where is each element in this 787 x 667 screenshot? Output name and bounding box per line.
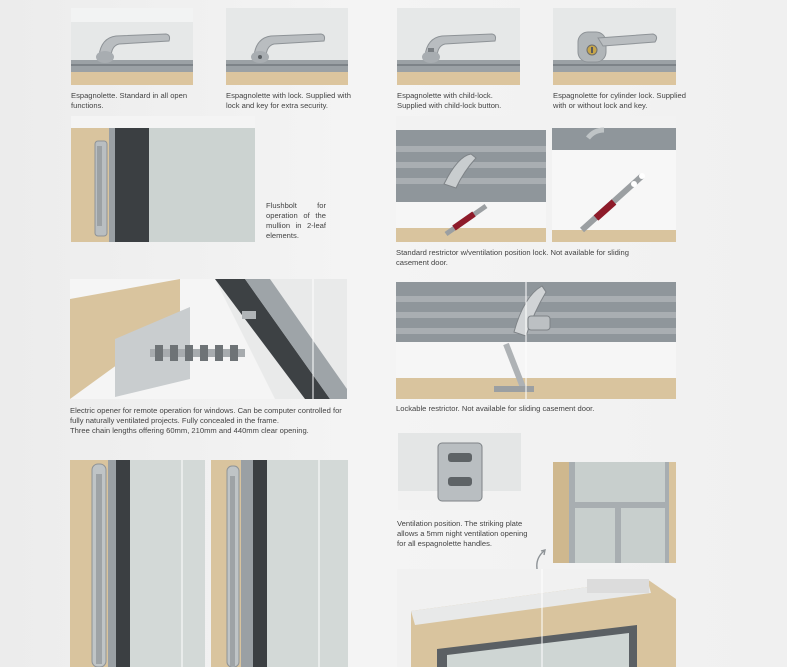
standard-restrictor-image-2 — [552, 116, 676, 242]
espagnolette-lock-image — [226, 8, 348, 85]
caption-espagnolette-standard: Espagnolette. Standard in all open funct… — [71, 91, 188, 110]
ventilation-window-image — [553, 462, 676, 563]
caption-espagnolette-childlock: Espagnolette with child-lock. Supplied w… — [397, 91, 502, 110]
ventilation-opening-image — [397, 569, 676, 667]
caption-espagnolette-cylinder: Espagnolette for cylinder lock. Supplied… — [553, 91, 686, 110]
caption-lockable-restrictor: Lockable restrictor. Not available for s… — [396, 404, 595, 413]
ventilation-striking-plate-image — [398, 433, 521, 510]
standard-restrictor-image-1 — [396, 116, 546, 242]
caption-ventilation-position: Ventilation position. The striking plate… — [397, 519, 528, 548]
caption-standard-restrictor: Standard restrictor w/ventilation positi… — [396, 248, 629, 267]
espagnolette-cylinder-image — [553, 8, 676, 85]
caption-electric-opener: Electric opener for remote operation for… — [70, 406, 342, 435]
espagnolette-childlock-image — [397, 8, 520, 85]
lockable-restrictor-image — [396, 282, 676, 399]
flushbolt-detail-image-1 — [70, 460, 205, 667]
caption-flushbolt: Flushbolt for operation of the mullion i… — [266, 201, 326, 240]
caption-espagnolette-lock: Espagnolette with lock. Supplied with lo… — [226, 91, 351, 110]
flushbolt-image — [71, 116, 255, 242]
flushbolt-detail-image-2 — [211, 460, 348, 667]
espagnolette-standard-image — [71, 8, 193, 85]
electric-opener-image — [70, 279, 347, 399]
